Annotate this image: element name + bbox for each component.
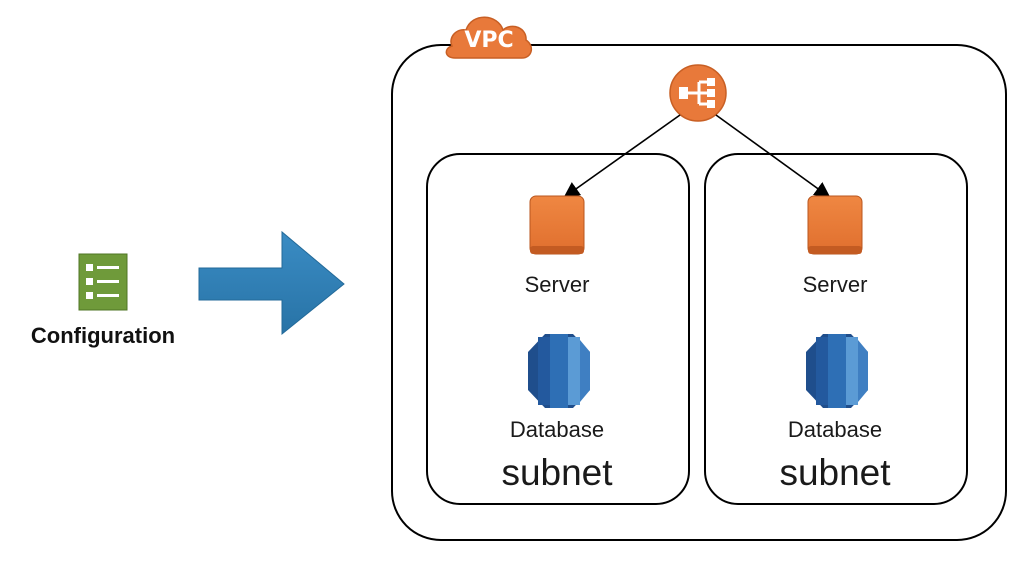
database-label-right: Database [787,417,883,442]
subnet-label-left: subnet [501,452,613,493]
server-label-left: Server [524,272,590,297]
subnet-label-right: subnet [779,452,891,493]
connector-right [715,114,831,198]
ec2-instance-icon [807,195,863,255]
database-label-left: Database [509,417,605,442]
subnet-right-boundary [704,153,968,505]
subnet-left-boundary [426,153,690,505]
checklist-icon [78,253,128,311]
vpc-label: VPC [464,28,514,53]
server-label-right: Server [802,272,868,297]
connector-left [563,114,681,198]
big-arrow-icon [198,230,345,336]
load-balancer-icon [669,64,727,122]
database-icon [806,334,868,408]
configuration-label: Configuration [30,323,176,348]
cloud-icon [445,16,533,59]
vpc-boundary [391,44,1007,541]
ec2-instance-icon [529,195,585,255]
database-icon [528,334,590,408]
